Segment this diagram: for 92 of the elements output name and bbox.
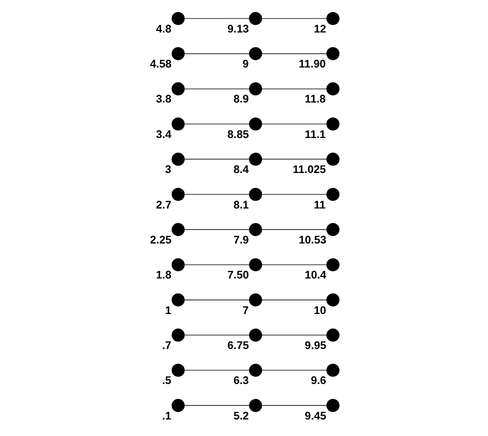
- node-circle: [326, 152, 339, 166]
- node-label: 8.4: [232, 164, 248, 176]
- connector: [261, 370, 326, 371]
- node-label: 11: [313, 199, 326, 212]
- node-circle: [171, 47, 184, 60]
- node-circle: [171, 293, 184, 306]
- node-label: 10.4: [304, 270, 326, 282]
- node-label: 8.85: [226, 128, 248, 141]
- node-circle: [326, 328, 339, 342]
- node-label: .5: [162, 375, 171, 388]
- node-label: .7: [162, 340, 171, 352]
- node-circle: [171, 328, 184, 342]
- node-circle: [326, 258, 339, 272]
- node-circle: [248, 12, 262, 26]
- node-circle: [326, 47, 339, 60]
- node-circle: [326, 398, 339, 412]
- node-label: 7.50: [226, 270, 248, 282]
- node-circle: [326, 82, 339, 96]
- node-label: 2.7: [156, 199, 171, 212]
- node-label: 4.58: [150, 58, 172, 71]
- node-circle: [171, 117, 184, 131]
- connector: [184, 18, 250, 19]
- node-circle: [248, 152, 262, 166]
- node-label: 7: [242, 304, 248, 317]
- node-label: 8.1: [232, 199, 248, 212]
- node-label: 3.8: [156, 94, 171, 106]
- node-label: 3: [164, 164, 171, 176]
- node-circle: [171, 223, 184, 236]
- node-label: 12: [313, 23, 326, 36]
- node-label: 4.8: [156, 23, 171, 36]
- node-label: 10.53: [298, 234, 326, 246]
- node-label: 9.13: [226, 23, 248, 36]
- connector: [184, 88, 250, 90]
- node-label: 3.4: [156, 128, 171, 141]
- node-circle: [248, 398, 262, 412]
- node-circle: [248, 47, 262, 60]
- node-circle: [326, 364, 339, 377]
- node-circle: [171, 12, 184, 26]
- node-label: 9.45: [304, 410, 326, 422]
- connector: [261, 405, 326, 406]
- node-label: .1: [162, 410, 171, 422]
- node-label: 9.6: [310, 375, 326, 388]
- node-circle: [171, 258, 184, 272]
- node-label: 1.8: [156, 270, 171, 282]
- node-circle: [248, 117, 262, 131]
- node-circle: [248, 364, 262, 377]
- connector: [261, 264, 326, 266]
- node-circle: [326, 293, 339, 306]
- connector: [184, 53, 250, 54]
- node-label: 9: [242, 58, 248, 71]
- node-label: 11.025: [292, 164, 326, 176]
- connector: [261, 334, 326, 336]
- connector: [184, 264, 250, 266]
- node-circle: [326, 188, 339, 201]
- node-circle: [171, 152, 184, 166]
- connector: [184, 405, 250, 406]
- connector: [261, 229, 326, 230]
- node-circle: [171, 364, 184, 377]
- node-label: 11.1: [304, 128, 326, 141]
- connector: [184, 194, 250, 195]
- node-circle: [248, 258, 262, 272]
- connector: [184, 158, 250, 160]
- node-label: 1: [164, 304, 171, 317]
- node-circle: [171, 398, 184, 412]
- node-circle: [248, 293, 262, 306]
- node-label: 6.3: [232, 375, 248, 388]
- connector: [261, 158, 326, 160]
- connector: [261, 53, 326, 54]
- node-label: 2.25: [150, 234, 172, 246]
- node-circle: [171, 82, 184, 96]
- node-circle: [326, 12, 339, 26]
- node-label: 10: [313, 304, 326, 317]
- connector: [184, 229, 250, 230]
- connector: [184, 334, 250, 336]
- connector: [261, 18, 326, 19]
- node-circle: [248, 223, 262, 236]
- node-label: 8.9: [232, 94, 248, 106]
- node-circle: [171, 188, 184, 201]
- node-label: 5.2: [232, 410, 248, 422]
- node-label: 6.75: [226, 340, 248, 352]
- node-circle: [248, 82, 262, 96]
- node-label: 11.90: [298, 58, 326, 71]
- connector: [261, 88, 326, 90]
- node-circle: [326, 117, 339, 131]
- connector: [261, 194, 326, 195]
- connector: [184, 370, 250, 371]
- node-circle: [248, 328, 262, 342]
- node-label: 11.8: [304, 94, 326, 106]
- node-circle: [248, 188, 262, 201]
- node-label: 7.9: [232, 234, 248, 246]
- node-circle: [326, 223, 339, 236]
- node-label: 9.95: [304, 340, 326, 352]
